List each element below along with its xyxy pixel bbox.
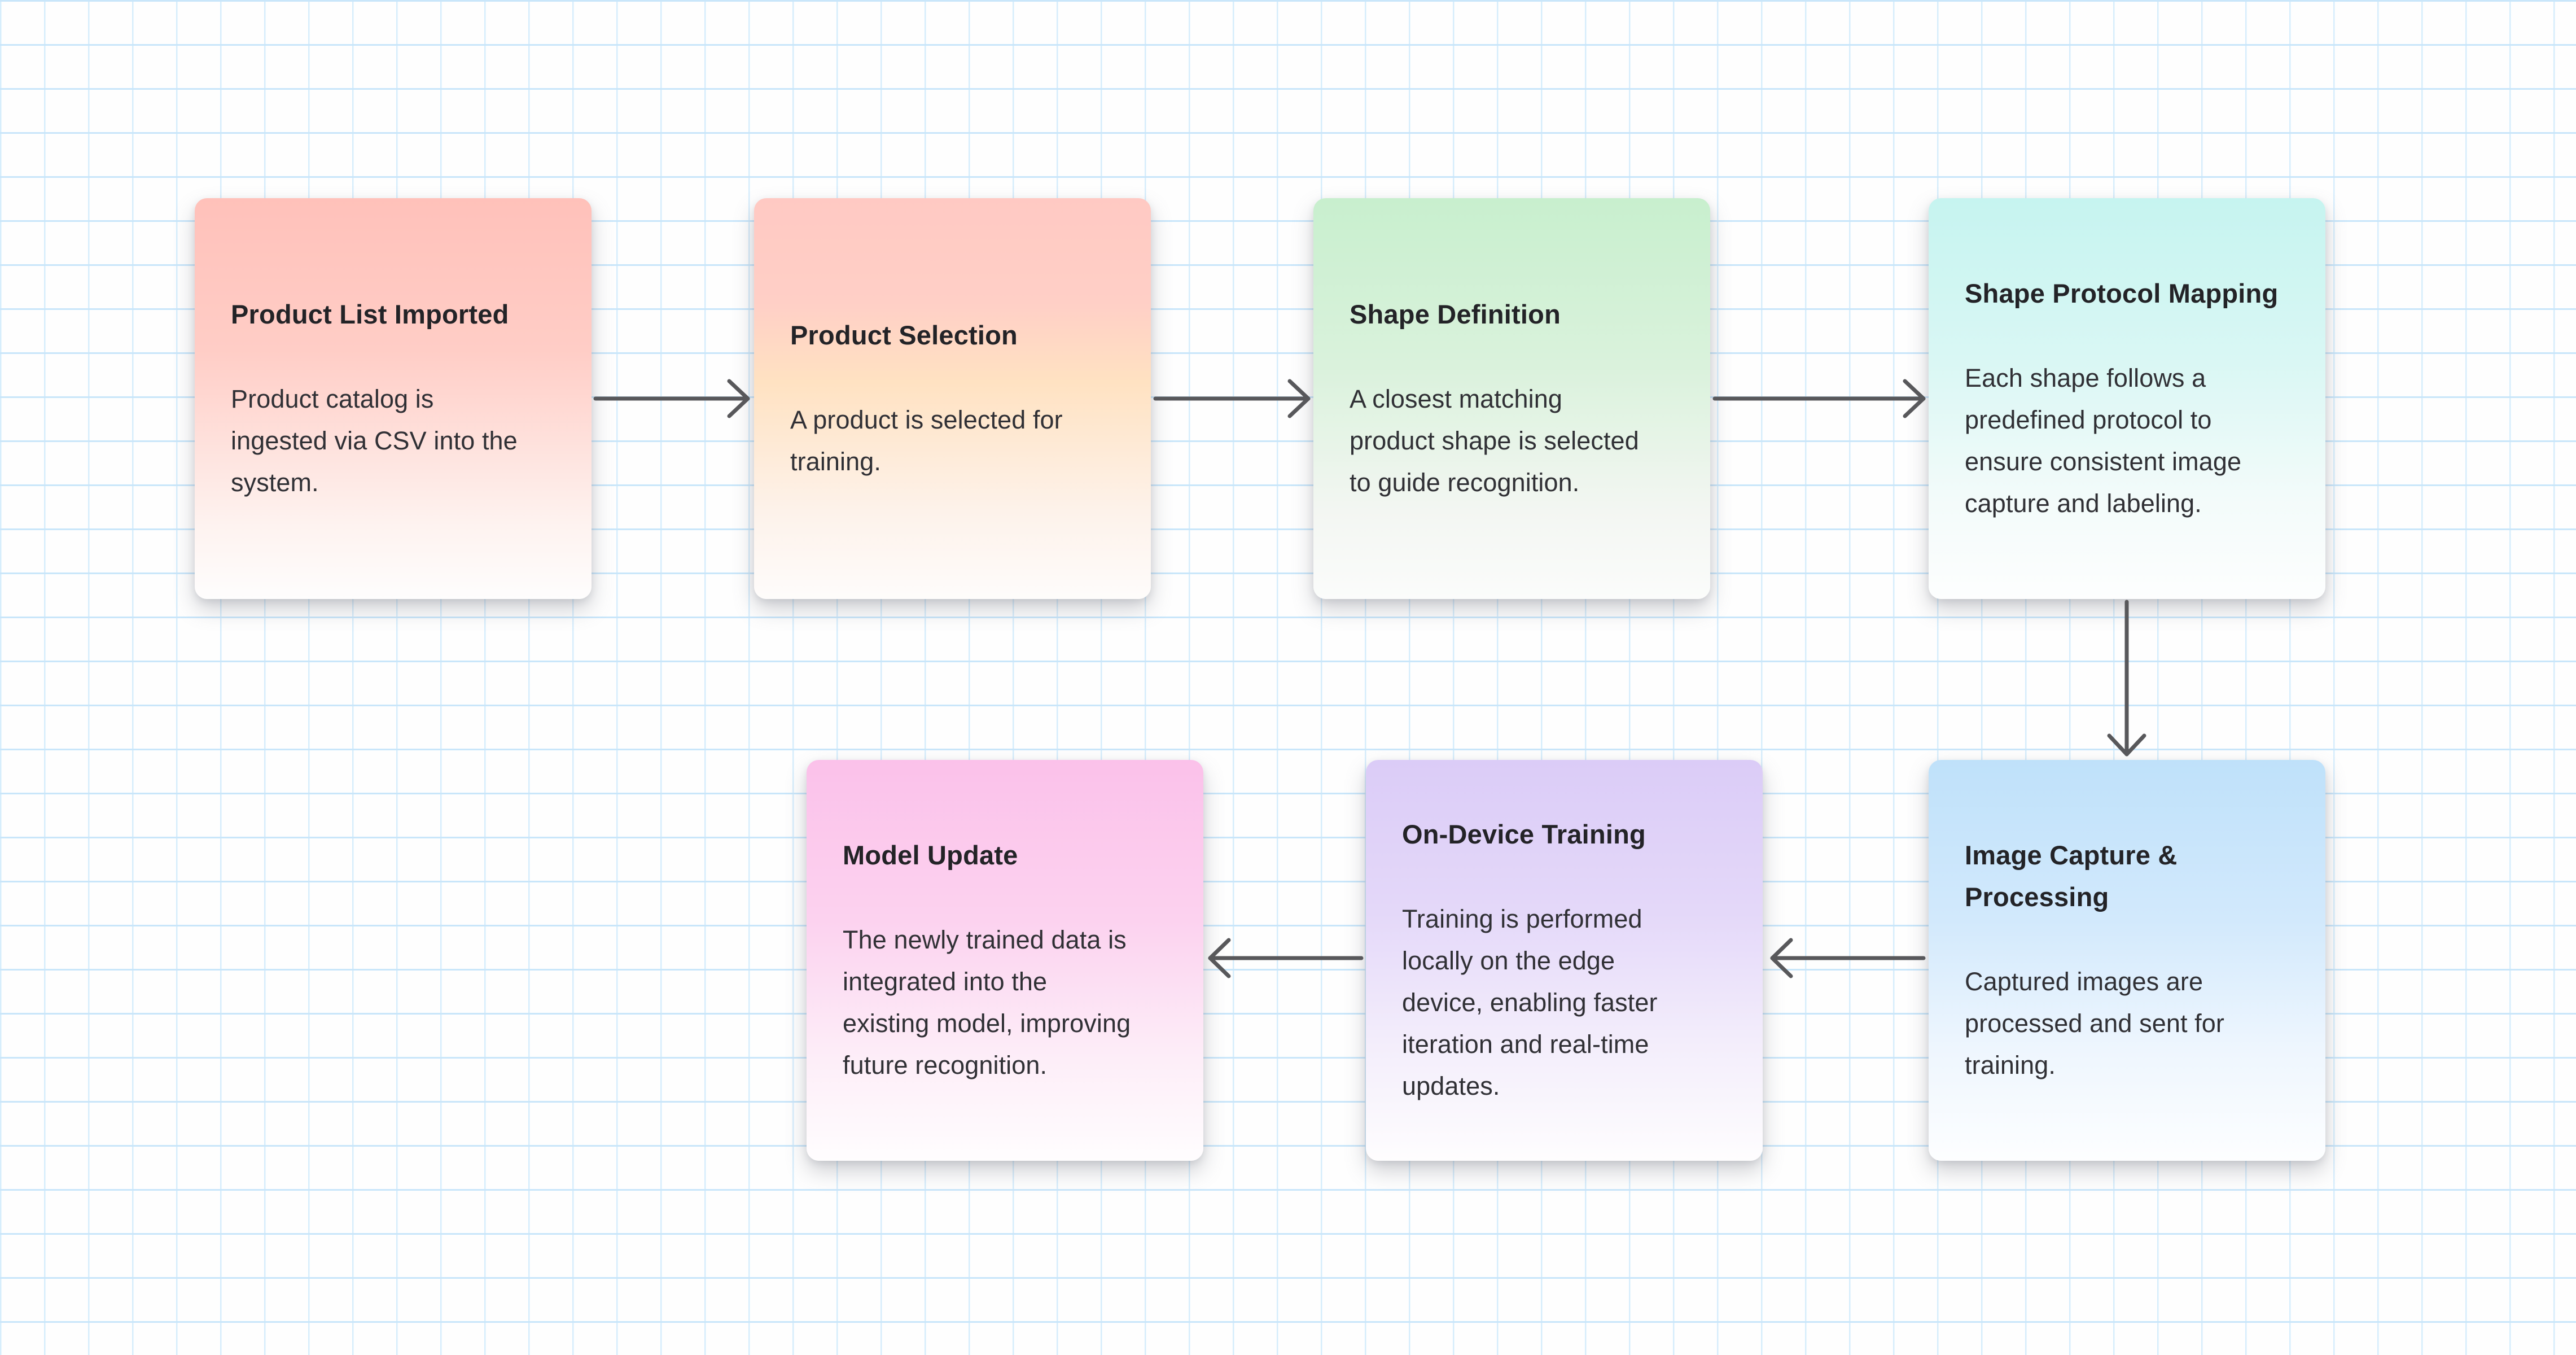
sticky-note-image-capture-processing[interactable]: Image Capture & Processing Captured imag…	[1929, 760, 2325, 1161]
card-body: Product catalog is ingested via CSV into…	[231, 384, 518, 497]
card-body: Each shape follows a predefined protocol…	[1965, 364, 2242, 518]
card-body: A product is selected for training.	[790, 405, 1063, 476]
sticky-note-shape-protocol-mapping[interactable]: Shape Protocol Mapping Each shape follow…	[1929, 198, 2325, 599]
card-title: Image Capture & Processing	[1965, 840, 2178, 912]
card-title: On-Device Training	[1402, 819, 1646, 849]
card-title: Shape Protocol Mapping	[1965, 278, 2279, 308]
card-body: A closest matching product shape is sele…	[1350, 384, 1639, 497]
card-body: Captured images are processed and sent f…	[1965, 967, 2224, 1079]
sticky-note-product-selection[interactable]: Product Selection A product is selected …	[754, 198, 1151, 599]
card-body: The newly trained data is integrated int…	[843, 925, 1131, 1079]
arrow-shape-protocol-mapping-to-image-capture-icon[interactable]	[2107, 600, 2146, 757]
arrow-product-selection-to-shape-definition-icon[interactable]	[1153, 379, 1311, 418]
arrow-product-list-to-product-selection-icon[interactable]	[593, 379, 750, 418]
card-title: Product List Imported	[231, 299, 509, 329]
sticky-note-model-update[interactable]: Model Update The newly trained data is i…	[807, 760, 1203, 1161]
arrow-image-capture-to-on-device-training-icon[interactable]	[1770, 938, 1926, 978]
sticky-note-shape-definition[interactable]: Shape Definition A closest matching prod…	[1313, 198, 1710, 599]
arrow-on-device-training-to-model-update-icon[interactable]	[1208, 938, 1364, 978]
card-title: Shape Definition	[1350, 299, 1561, 329]
sticky-note-on-device-training[interactable]: On-Device Training Training is performed…	[1366, 760, 1763, 1161]
card-title: Model Update	[843, 840, 1018, 870]
sticky-note-product-list-imported[interactable]: Product List Imported Product catalog is…	[195, 198, 592, 599]
card-title: Product Selection	[790, 320, 1018, 350]
card-body: Training is performed locally on the edg…	[1402, 904, 1658, 1100]
arrow-shape-definition-to-shape-protocol-mapping-icon[interactable]	[1712, 379, 1926, 418]
